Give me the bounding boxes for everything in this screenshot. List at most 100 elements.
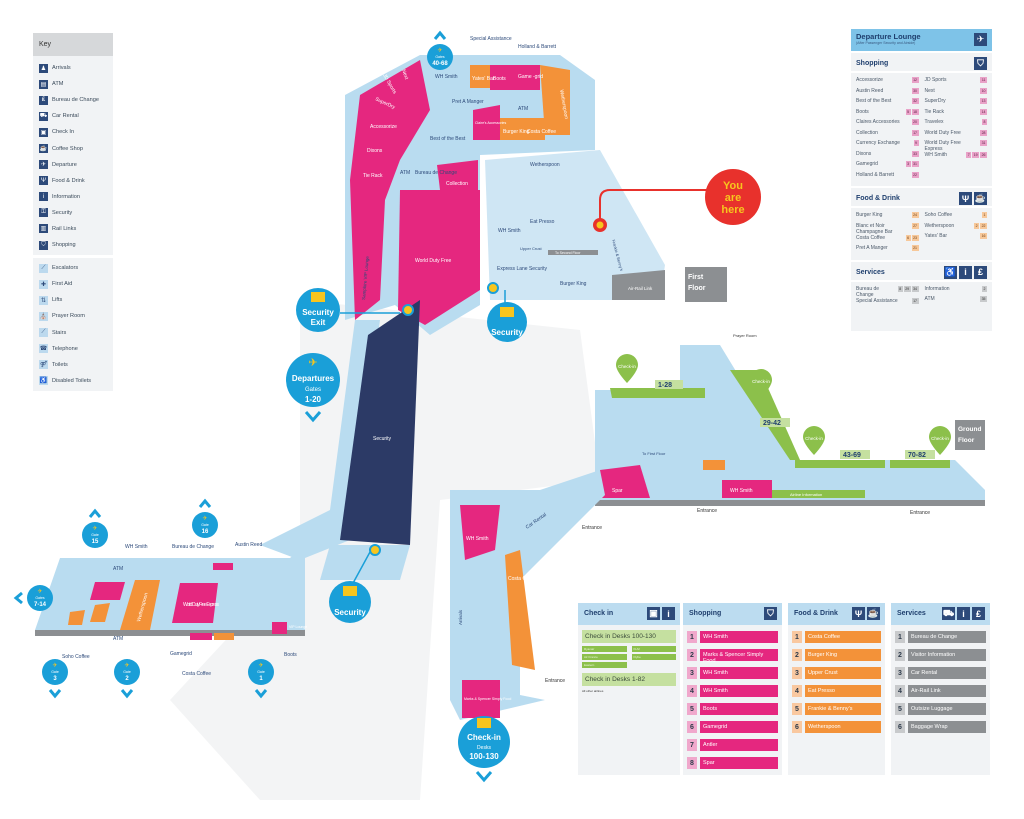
checkin-note: All other airlines — [582, 689, 604, 693]
map-key: Key ♟Arrivals▤ATM₤Bureau de Change⛟Car R… — [33, 33, 113, 391]
burger-king-label: Burger King — [503, 129, 530, 135]
entrance-label: Entrance — [545, 678, 565, 684]
directory-entry-name: Austin Reed — [856, 87, 884, 94]
airline-tag: KLM — [631, 646, 676, 652]
bureau-de-change-icon: ₤ — [974, 265, 987, 279]
departure-icon: ✈ — [39, 160, 48, 170]
arrow-icon — [254, 689, 268, 699]
car-rental-icon: ⛟ — [942, 607, 955, 620]
location-numbers: 24 — [911, 212, 919, 218]
marks-spencer-label: Marks & Spencer Simply Food — [464, 697, 511, 701]
location-number-badge: 7 — [966, 152, 972, 158]
location-number-badge: 20 — [911, 119, 919, 125]
shopping-item-label: Antler — [700, 739, 778, 751]
directory-entry-name: JD Sports — [924, 77, 947, 83]
gate-label: Gates — [35, 596, 45, 600]
directory-entry-name: Special Assistance — [856, 297, 898, 304]
location-numbers: 2 — [982, 285, 987, 292]
location-number-badge: 28 — [980, 129, 987, 136]
service-item-label: Baggage Wrap — [908, 721, 986, 733]
key-item: ☕Coffee Shop — [39, 140, 107, 156]
food-item-label: Costa Coffee — [805, 631, 881, 643]
checkin-sub: Desks — [477, 745, 491, 751]
best-of-best-label: Best of the Best — [430, 136, 466, 142]
wh-smith-ground-label: WH Smith — [730, 488, 753, 494]
location-numbers: 12 — [911, 77, 919, 83]
checkin-pin: Check-in — [929, 426, 951, 455]
costa-wing-shop — [505, 550, 535, 670]
directory-entry-name: Yates' Bar — [924, 233, 948, 239]
shopping-icon: ⛉ — [974, 57, 987, 70]
key-item-label: Food & Drink — [52, 177, 85, 184]
directory-entry-name: Costa Coffee — [856, 234, 886, 241]
location-number-badge: 1 — [982, 212, 987, 218]
desk-sign — [840, 450, 870, 459]
directory-entry-name: Bureau de Change — [856, 285, 880, 298]
shopping-panel-header: Shopping⛉ — [683, 603, 782, 625]
location-numbers: 16 — [980, 233, 987, 239]
key-item: ⚤Toilets — [39, 357, 107, 373]
item-number: 4 — [687, 685, 697, 697]
directory-entry-name: Dixons — [856, 150, 872, 157]
checkin-desks-1-82: Check in Desks 1-82 — [582, 673, 676, 686]
services-panel-title: Services — [897, 610, 926, 617]
gate-label: Gate — [91, 533, 99, 537]
location-numbers: 21 — [911, 245, 919, 251]
arrivals-icon: ♟ — [39, 63, 48, 73]
location-numbers: 22 — [911, 171, 919, 178]
location-number-badge: 34 — [911, 285, 919, 292]
airline-tag: Air France — [582, 654, 627, 660]
shopping-item-label: WH Smith — [700, 685, 778, 697]
collection-label: Collection — [446, 181, 468, 187]
item-number: 3 — [792, 667, 802, 679]
vip-lounge-label: Samphire VIP Lounge — [361, 255, 370, 300]
shop-strip-west — [350, 60, 430, 320]
location-numbers: 9 — [913, 140, 919, 146]
security-exit-label: Security — [302, 308, 334, 317]
location-number-badge: 10 — [980, 87, 987, 94]
shopping-icon: ⛉ — [39, 240, 48, 250]
shopping-title: Shopping — [856, 60, 889, 67]
shopping-item-label: Boots — [700, 703, 778, 715]
spar-label: Spar — [612, 488, 623, 494]
gate-number: 7-14 — [34, 602, 47, 608]
disabled-icon: ♿ — [944, 265, 957, 279]
departure-icon: ✈ — [202, 515, 207, 522]
checkin-pin-label: Check-in — [752, 379, 770, 384]
departure-lounge-title: Departure Lounge — [856, 32, 921, 41]
location-numbers: 17 — [911, 129, 919, 136]
gate-number: 3 — [53, 676, 57, 682]
costa-shop-left — [214, 633, 234, 640]
location-pin-dot — [596, 221, 604, 229]
location-number-badge: 2 — [982, 285, 987, 292]
marks-spencer-shop — [462, 680, 500, 718]
security-label: Security — [334, 608, 366, 617]
bureau-de-change-icon: ₤ — [39, 95, 48, 105]
directory-entry-name: Holland & Barrett — [856, 171, 895, 178]
boots-label: Boots — [493, 76, 506, 82]
food-drink-icon: Ψ — [852, 607, 865, 620]
service-item-label: Bureau de Change — [908, 631, 986, 643]
checkin-pin-label: Check-in — [805, 436, 823, 441]
key-item-label: Coffee Shop — [52, 145, 83, 152]
location-numbers: 30 — [911, 87, 919, 94]
wdf-express-label: World Duty Free Express — [183, 602, 220, 608]
ground-floor-badge — [955, 420, 985, 450]
departure-icon: ✈ — [37, 588, 42, 595]
directory-entry-name: Boots — [856, 108, 869, 115]
